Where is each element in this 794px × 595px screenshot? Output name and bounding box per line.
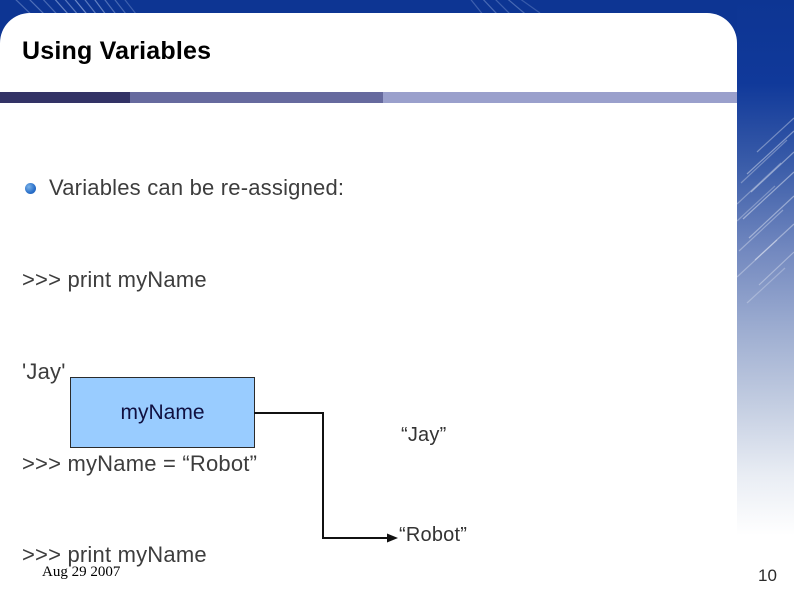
old-value-label: “Jay”: [401, 424, 447, 446]
connector-arrow: [254, 412, 398, 543]
new-value-label: “Robot”: [399, 524, 468, 546]
bullet-icon: [25, 182, 36, 194]
code-line: >>> print myName: [22, 266, 207, 292]
code-line: >>> myName = “Robot”: [22, 450, 258, 476]
divider-segment-mid: [130, 92, 383, 103]
sidebar-decoration: [737, 0, 794, 595]
divider-bar: [0, 92, 737, 103]
bullet-text: Variables can be re-assigned:: [49, 175, 345, 201]
variable-box-label: myName: [120, 400, 205, 424]
slide-content-area: Using Variables Variables can be re-assi…: [0, 13, 737, 595]
sidebar-streaks-decoration: [737, 117, 794, 304]
slide-title: Using Variables: [22, 37, 212, 65]
divider-segment-dark: [0, 92, 130, 103]
code-line: 'Jay': [22, 358, 66, 384]
footer-date: Aug 29 2007: [42, 564, 121, 580]
variable-box: myName: [70, 377, 255, 448]
divider-segment-light: [383, 92, 737, 103]
bullet-line: Variables can be re-assigned:: [22, 173, 344, 204]
page-number: 10: [758, 566, 777, 585]
slide-body-text: Variables can be re-assigned: >>> print …: [22, 112, 344, 595]
code-line: >>> print myName: [22, 542, 207, 568]
